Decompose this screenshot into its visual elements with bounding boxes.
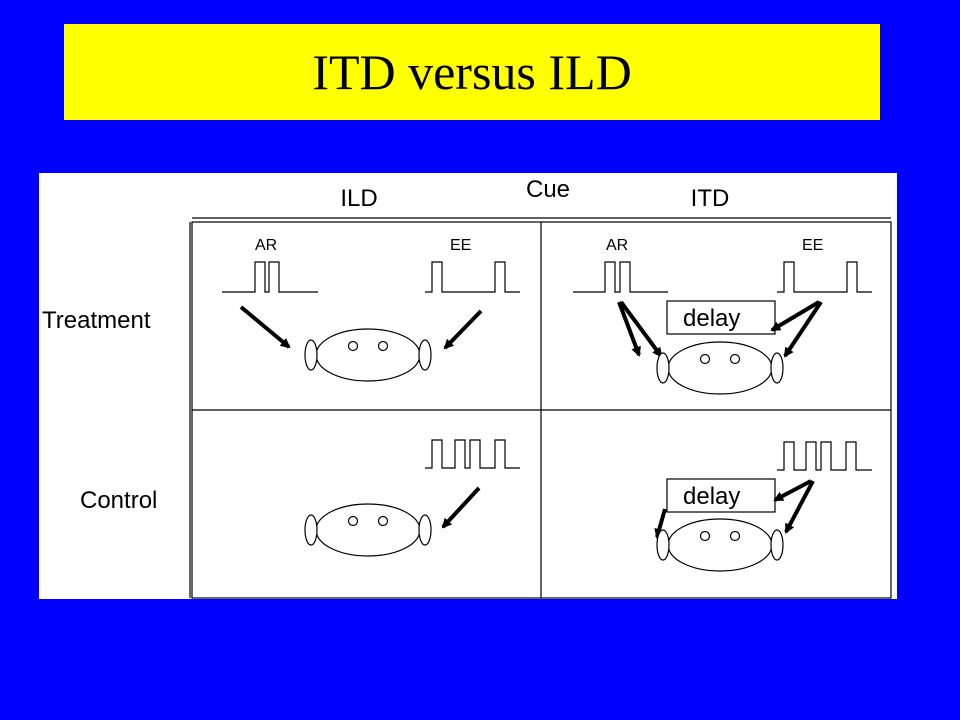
sound-arrow bbox=[441, 486, 481, 529]
slide-title-box: ITD versus ILD bbox=[64, 24, 880, 120]
sound-arrow bbox=[619, 300, 663, 358]
row-header-treatment: Treatment bbox=[42, 307, 151, 334]
pulse-train-ee bbox=[425, 261, 520, 293]
speaker-label-ar: AR bbox=[606, 237, 628, 254]
pulse-train bbox=[425, 439, 520, 469]
slide-title: ITD versus ILD bbox=[312, 44, 632, 100]
sound-arrow bbox=[784, 480, 815, 534]
cue-header: Cue bbox=[526, 176, 570, 203]
delay-label: delay bbox=[683, 305, 740, 332]
delay-label: delay bbox=[683, 483, 740, 510]
speaker-label-ar: AR bbox=[255, 237, 277, 254]
sound-arrow bbox=[654, 508, 667, 539]
pulse-train-ar bbox=[222, 261, 318, 293]
sound-arrow bbox=[443, 309, 483, 350]
sound-arrow bbox=[239, 305, 291, 349]
sound-arrow bbox=[617, 301, 641, 357]
grid-lines bbox=[189, 217, 892, 599]
row-header-control: Control bbox=[80, 487, 157, 514]
column-header-itd: ITD bbox=[691, 185, 730, 212]
speaker-label-ee: EE bbox=[802, 237, 823, 254]
sound-arrow bbox=[773, 479, 812, 502]
delay-box bbox=[666, 300, 776, 335]
column-header-ild: ILD bbox=[340, 185, 377, 212]
pulse-train-ee bbox=[777, 261, 872, 293]
speaker-label-ee: EE bbox=[450, 237, 471, 254]
delay-box bbox=[666, 478, 776, 513]
sound-arrow bbox=[783, 300, 823, 358]
pulse-train-ar bbox=[573, 261, 668, 293]
sound-arrow bbox=[770, 300, 821, 332]
pulse-train bbox=[777, 441, 872, 471]
